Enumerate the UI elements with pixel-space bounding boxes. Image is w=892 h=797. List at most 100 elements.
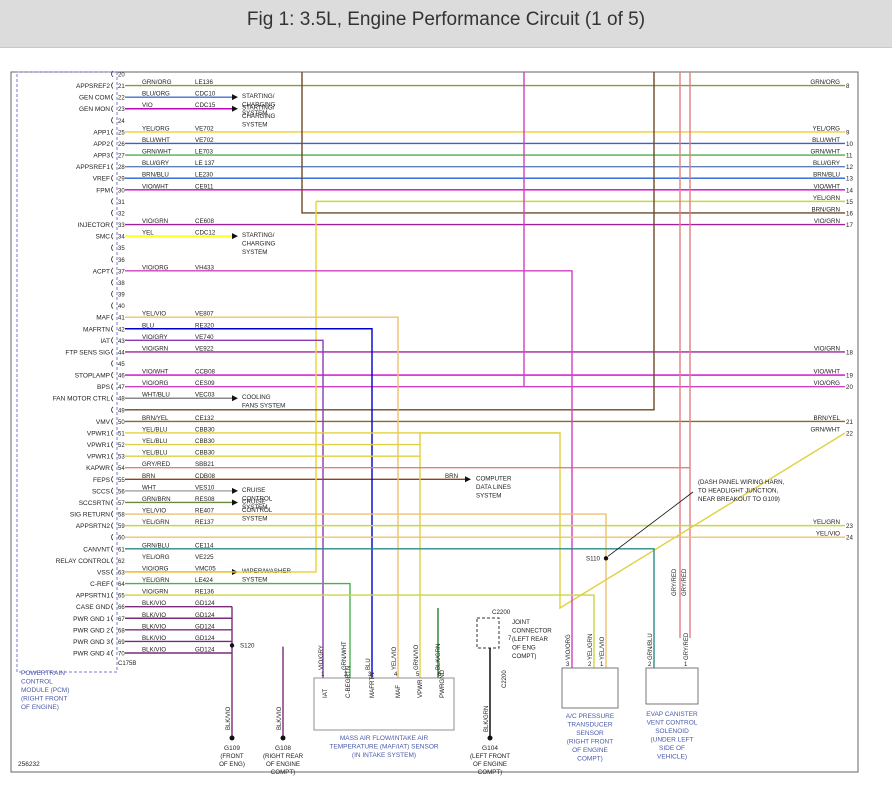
s110-splice-dot xyxy=(603,556,609,561)
pcm-wire-label: YEL/VIO xyxy=(142,508,166,515)
pcm-pin-function: APPSRTN2 xyxy=(76,523,111,530)
arrow-head xyxy=(232,233,238,240)
maf-pin-number: 5 xyxy=(416,672,420,678)
pcm-wire-label: VIO/WHT xyxy=(142,183,169,190)
iat-wire xyxy=(125,339,324,683)
pcm-pin-function: GEN MON xyxy=(79,106,110,113)
ac-sensor-box xyxy=(561,667,619,709)
ac-pin-number: 2 xyxy=(588,662,592,668)
pcm-wire-label: BRN xyxy=(142,473,155,480)
pcm-pin-number: 32 xyxy=(118,211,125,217)
arrow-head xyxy=(232,105,238,112)
pcm-wire-label: BLU/ORG xyxy=(142,91,170,98)
pcm-wire-label: VIO/WHT xyxy=(142,369,169,376)
pcm-pin-number: 21 xyxy=(118,84,125,90)
pin-connector-mark xyxy=(111,510,114,518)
pcm-pin-function: APP1 xyxy=(93,129,110,136)
pin-connector-mark xyxy=(111,82,114,89)
pcm-pin-function: VREF xyxy=(93,176,110,183)
pcm-pin-function: CANVNT xyxy=(83,546,110,553)
pcm-wire-label: BLU/GRY xyxy=(142,160,169,167)
pin-connector-mark xyxy=(111,591,114,599)
maf-pin-number: 6 xyxy=(438,672,442,678)
pcm-pin-function: CASE GND xyxy=(76,604,110,611)
cref-wire xyxy=(125,594,595,668)
pcm-circuit-label: VE225 xyxy=(195,554,214,561)
pcm-pin-number: 38 xyxy=(118,281,125,287)
ground-name: G104 xyxy=(482,745,498,752)
pcm-wire-label: VIO/GRN xyxy=(142,589,168,596)
ac-pin-wire: YEL/VIO xyxy=(600,636,606,660)
pcm-pin-number: 22 xyxy=(118,96,125,102)
pcm-pin-function: PWR GND 3 xyxy=(73,639,110,646)
right-wire-number: 11 xyxy=(846,153,853,160)
right-wire-label: BLU/GRY xyxy=(813,160,840,167)
pcm-circuit-label: GD124 xyxy=(195,612,215,619)
splice-note: NEAR BREAKOUT TO G109) xyxy=(698,496,780,503)
pin-connector-mark xyxy=(111,279,114,286)
system-note: CHARGING xyxy=(242,241,276,248)
pin-connector-mark xyxy=(111,476,114,483)
arrow-head xyxy=(465,476,471,483)
right-wire-number: 24 xyxy=(846,535,853,542)
system-note: SYSTEM xyxy=(242,576,267,583)
vpwr1-feed xyxy=(125,432,846,610)
pcm-pin-number: 52 xyxy=(118,443,125,449)
pcm-pin-function: PWR GND 1 xyxy=(73,616,110,623)
brn-grn-wire xyxy=(301,72,845,214)
maf-pin-number: 3 xyxy=(368,672,372,678)
pcm-circuit-label: RE137 xyxy=(195,519,214,526)
maf-pin-name: MAFRTN xyxy=(369,672,376,698)
figure-title: Fig 1: 3.5L, Engine Performance Circuit … xyxy=(246,9,646,30)
ground-wire-label: BLK/VIO xyxy=(277,706,283,730)
maf-pin-wire: VIO/GRY xyxy=(319,645,325,670)
joint-label: COMPT) xyxy=(512,653,536,660)
pcm-circuit-label: GD124 xyxy=(195,647,215,654)
joint-label: (LEFT REAR xyxy=(512,636,549,643)
pcm-circuit-label: RES08 xyxy=(195,496,215,503)
arrow-head xyxy=(232,487,238,494)
evap-riser-label: GRY/RED xyxy=(682,568,688,596)
right-wire-number: 12 xyxy=(846,164,853,171)
system-note: STARTING/ xyxy=(242,105,275,112)
pcm-circuit-label: CDC15 xyxy=(195,102,216,109)
right-wire-label: YEL/VIO xyxy=(816,531,840,538)
pcm-circuit-label: CBB30 xyxy=(195,450,215,457)
maf-pin-wire: BLU xyxy=(366,658,372,670)
right-wire-label: GRN/ORG xyxy=(810,79,840,86)
pcm-pin-number: 20 xyxy=(118,73,125,79)
evap-pin-number: 2 xyxy=(648,662,652,668)
pcm-pin-number: 62 xyxy=(118,559,125,565)
system-note: CRUISE xyxy=(242,487,265,494)
right-wire-label: VIO/GRN xyxy=(814,345,840,352)
joint-label: JOINT xyxy=(512,619,530,626)
right-wire-label: VIO/GRN xyxy=(814,218,840,225)
right-wire-label: BLU/WHT xyxy=(812,137,840,144)
system-note: DATA LINES xyxy=(476,484,511,491)
pcm-pin-number: 44 xyxy=(118,350,125,356)
pcm-pin-number: 61 xyxy=(118,547,125,553)
pcm-pin-number: 36 xyxy=(118,258,125,264)
pcm-pin-number: 64 xyxy=(118,582,125,588)
pin-connector-mark xyxy=(111,209,114,217)
pin-connector-mark xyxy=(111,533,114,541)
pcm-pin-number: 50 xyxy=(118,420,125,426)
pin-connector-mark xyxy=(111,128,114,136)
pin-connector-mark xyxy=(111,186,114,194)
pcm-wire-label: VIO/ORG xyxy=(142,565,169,572)
pcm-pin-number: 56 xyxy=(118,489,125,495)
pcm-circuit-label: VE922 xyxy=(195,345,214,352)
brn-wire-label: BRN xyxy=(445,473,458,480)
pcm-circuit-label: CDC12 xyxy=(195,230,216,237)
pin-connector-mark xyxy=(111,614,114,622)
pcm-circuit-label: CBB30 xyxy=(195,438,215,445)
right-wire-number: 15 xyxy=(846,199,853,206)
pcm-pin-number: 25 xyxy=(118,130,125,136)
pcm-pin-number: 57 xyxy=(118,501,125,507)
pcm-label: (RIGHT FRONT xyxy=(21,696,67,703)
right-wire-number: 17 xyxy=(846,222,853,229)
joint-connector-id: C2200 xyxy=(492,609,511,616)
pcm-pin-number: 29 xyxy=(118,177,125,183)
mafrtn-wire xyxy=(125,328,373,683)
ground-name: G109 xyxy=(224,745,240,752)
